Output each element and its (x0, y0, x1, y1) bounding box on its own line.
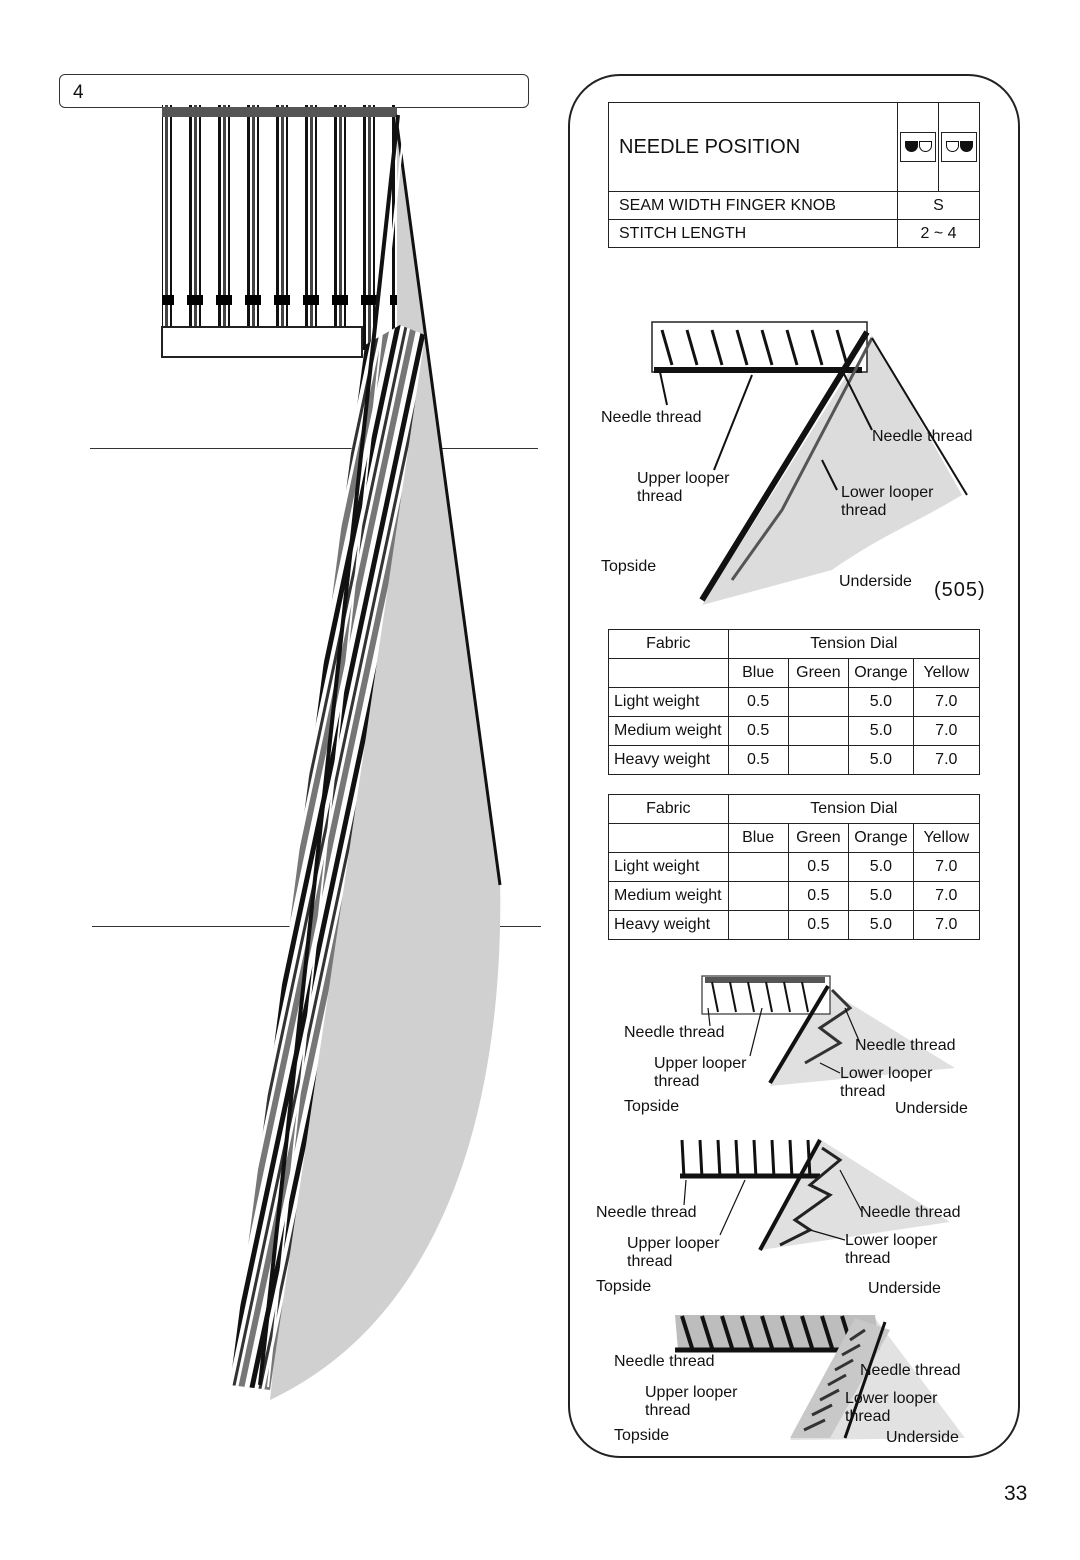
c-needle-thread-left: Needle thread (614, 1353, 715, 1370)
value-cell: 7.0 (912, 745, 981, 775)
value-cell: 5.0 (848, 716, 914, 746)
stitch-length-value: 2 ~ 4 (897, 219, 980, 248)
color-yellow: Yellow (912, 658, 981, 688)
b-upper-looper-1: Upper looper (627, 1235, 720, 1252)
value-cell: 0.5 (787, 852, 850, 882)
a-topside: Topside (624, 1098, 680, 1115)
settings-panel (568, 74, 1020, 1458)
value-cell: 5.0 (848, 745, 914, 775)
color-orange: Orange (848, 823, 914, 853)
fabric-header: Fabric (608, 794, 729, 824)
b-upper-looper-2: thread (627, 1253, 673, 1270)
fabric-light: Light weight (608, 687, 729, 717)
value-cell (787, 745, 850, 775)
value-cell: 7.0 (912, 852, 981, 882)
c-upper-looper-2: thread (645, 1402, 691, 1419)
b-needle-thread-left: Needle thread (596, 1204, 697, 1221)
color-yellow: Yellow (912, 823, 981, 853)
fabric-heavy: Heavy weight (608, 910, 729, 940)
value-cell (787, 687, 850, 717)
main-underside: Underside (839, 573, 912, 590)
color-orange: Orange (848, 658, 914, 688)
stitch-diagram-c (675, 1315, 965, 1440)
tension-dial-header: Tension Dial (727, 629, 981, 659)
value-cell: 0.5 (727, 716, 789, 746)
color-green: Green (787, 658, 850, 688)
fabric-light: Light weight (608, 852, 729, 882)
color-blue: Blue (727, 658, 789, 688)
fabric-heavy: Heavy weight (608, 745, 729, 775)
tension-table-1: Fabric Tension Dial Blue Green Orange Ye… (608, 629, 981, 775)
value-cell: 7.0 (912, 687, 981, 717)
tension-table-2: Fabric Tension Dial Blue Green Orange Ye… (608, 794, 981, 940)
value-cell (727, 852, 789, 882)
guide-line-top (90, 448, 538, 449)
c-underside: Underside (886, 1429, 959, 1446)
main-upper-looper-2: thread (637, 488, 683, 505)
value-cell: 5.0 (848, 687, 914, 717)
c-topside: Topside (614, 1427, 670, 1444)
value-cell: 0.5 (787, 881, 850, 911)
seam-width-label: SEAM WIDTH FINGER KNOB (608, 191, 898, 220)
c-lower-looper-1: Lower looper (845, 1390, 938, 1407)
fabric-header: Fabric (608, 629, 729, 659)
left-needle-position-icon (897, 102, 939, 192)
a-lower-looper-2: thread (840, 1083, 886, 1100)
value-cell (727, 881, 789, 911)
value-cell: 7.0 (912, 881, 981, 911)
main-topside: Topside (601, 558, 657, 575)
c-needle-thread-right: Needle thread (860, 1362, 961, 1379)
a-underside: Underside (895, 1100, 968, 1117)
fabric-medium: Medium weight (608, 716, 729, 746)
needle-position-table: NEEDLE POSITION SEAM WIDTH FINGER KNOB S… (608, 102, 980, 248)
a-upper-looper-2: thread (654, 1073, 700, 1090)
b-underside: Underside (868, 1280, 941, 1297)
value-cell: 5.0 (848, 852, 914, 882)
value-cell (787, 716, 850, 746)
seam-width-value: S (897, 191, 980, 220)
stitch-diagram-b (680, 1138, 950, 1251)
tension-dial-header: Tension Dial (727, 794, 981, 824)
main-stitch-diagram (651, 321, 968, 605)
value-cell: 0.5 (787, 910, 850, 940)
value-cell: 5.0 (848, 881, 914, 911)
main-model-number: (505) (934, 579, 986, 601)
b-lower-looper-1: Lower looper (845, 1232, 938, 1249)
a-lower-looper-1: Lower looper (840, 1065, 933, 1082)
a-upper-looper-1: Upper looper (654, 1055, 747, 1072)
a-needle-thread-right: Needle thread (855, 1037, 956, 1054)
b-needle-thread-right: Needle thread (860, 1204, 961, 1221)
main-upper-looper-1: Upper looper (637, 470, 730, 487)
stitch-diagram-a (701, 975, 955, 1086)
c-upper-looper-1: Upper looper (645, 1384, 738, 1401)
stitch-length-label: STITCH LENGTH (608, 219, 898, 248)
color-green: Green (787, 823, 850, 853)
main-lower-looper-1: Lower looper (841, 484, 934, 501)
color-blue: Blue (727, 823, 789, 853)
value-cell: 0.5 (727, 687, 789, 717)
value-cell: 5.0 (848, 910, 914, 940)
value-cell (727, 910, 789, 940)
b-lower-looper-2: thread (845, 1250, 891, 1267)
needle-position-title: NEEDLE POSITION (608, 102, 898, 192)
b-topside: Topside (596, 1278, 652, 1295)
value-cell: 0.5 (727, 745, 789, 775)
value-cell: 7.0 (912, 716, 981, 746)
page-number: 33 (1004, 1482, 1028, 1505)
a-needle-thread-left: Needle thread (624, 1024, 725, 1041)
right-needle-position-icon (938, 102, 980, 192)
step-number: 4 (73, 82, 84, 103)
fabric-medium: Medium weight (608, 881, 729, 911)
main-needle-thread-right: Needle thread (872, 428, 973, 445)
main-needle-thread-left: Needle thread (601, 409, 702, 426)
c-lower-looper-2: thread (845, 1408, 891, 1425)
value-cell: 7.0 (912, 910, 981, 940)
main-lower-looper-2: thread (841, 502, 887, 519)
large-stitch-illustration (161, 105, 502, 1400)
